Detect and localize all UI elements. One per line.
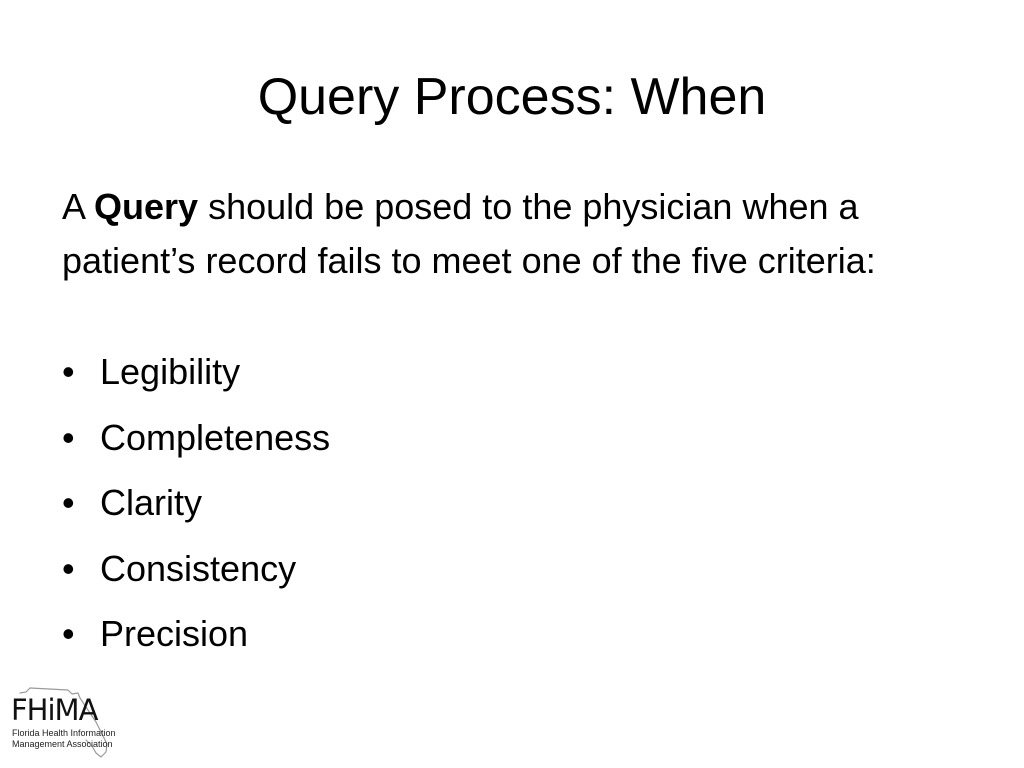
list-item: • Precision bbox=[62, 612, 962, 656]
list-item: • Completeness bbox=[62, 416, 962, 460]
intro-paragraph: A Query should be posed to the physician… bbox=[62, 180, 962, 288]
logo-subtitle-line1: Florida Health Information bbox=[12, 728, 116, 738]
list-item-label: Clarity bbox=[100, 482, 203, 523]
intro-suffix: should be posed to the physician when a … bbox=[62, 186, 876, 281]
bullet-icon: • bbox=[62, 613, 75, 654]
bullet-icon: • bbox=[62, 482, 75, 523]
bullet-icon: • bbox=[62, 416, 75, 458]
intro-prefix: A bbox=[62, 186, 95, 227]
logo-subtitle-line2: Management Association bbox=[12, 739, 113, 749]
intro-bold-term: Query bbox=[94, 186, 199, 227]
list-item-label: Precision bbox=[100, 613, 249, 654]
logo-wordmark: FHiMA bbox=[11, 693, 98, 727]
list-item-label: Legibility bbox=[100, 351, 241, 392]
list-item-label: Completeness bbox=[100, 416, 331, 458]
florida-state-outline-icon bbox=[19, 687, 108, 758]
bullet-icon: • bbox=[62, 351, 75, 392]
slide-title: Query Process: When bbox=[257, 68, 767, 126]
fhima-logo: FHiMA Florida Health Information Managem… bbox=[8, 684, 116, 760]
list-item-label: Consistency bbox=[100, 547, 297, 589]
list-item: • Legibility bbox=[62, 350, 962, 394]
bullet-icon: • bbox=[62, 547, 75, 589]
criteria-list: • Legibility • Completeness • Clarity • Cons… bbox=[62, 350, 962, 678]
list-item: • Clarity bbox=[62, 481, 962, 525]
list-item: • Consistency bbox=[62, 547, 962, 591]
